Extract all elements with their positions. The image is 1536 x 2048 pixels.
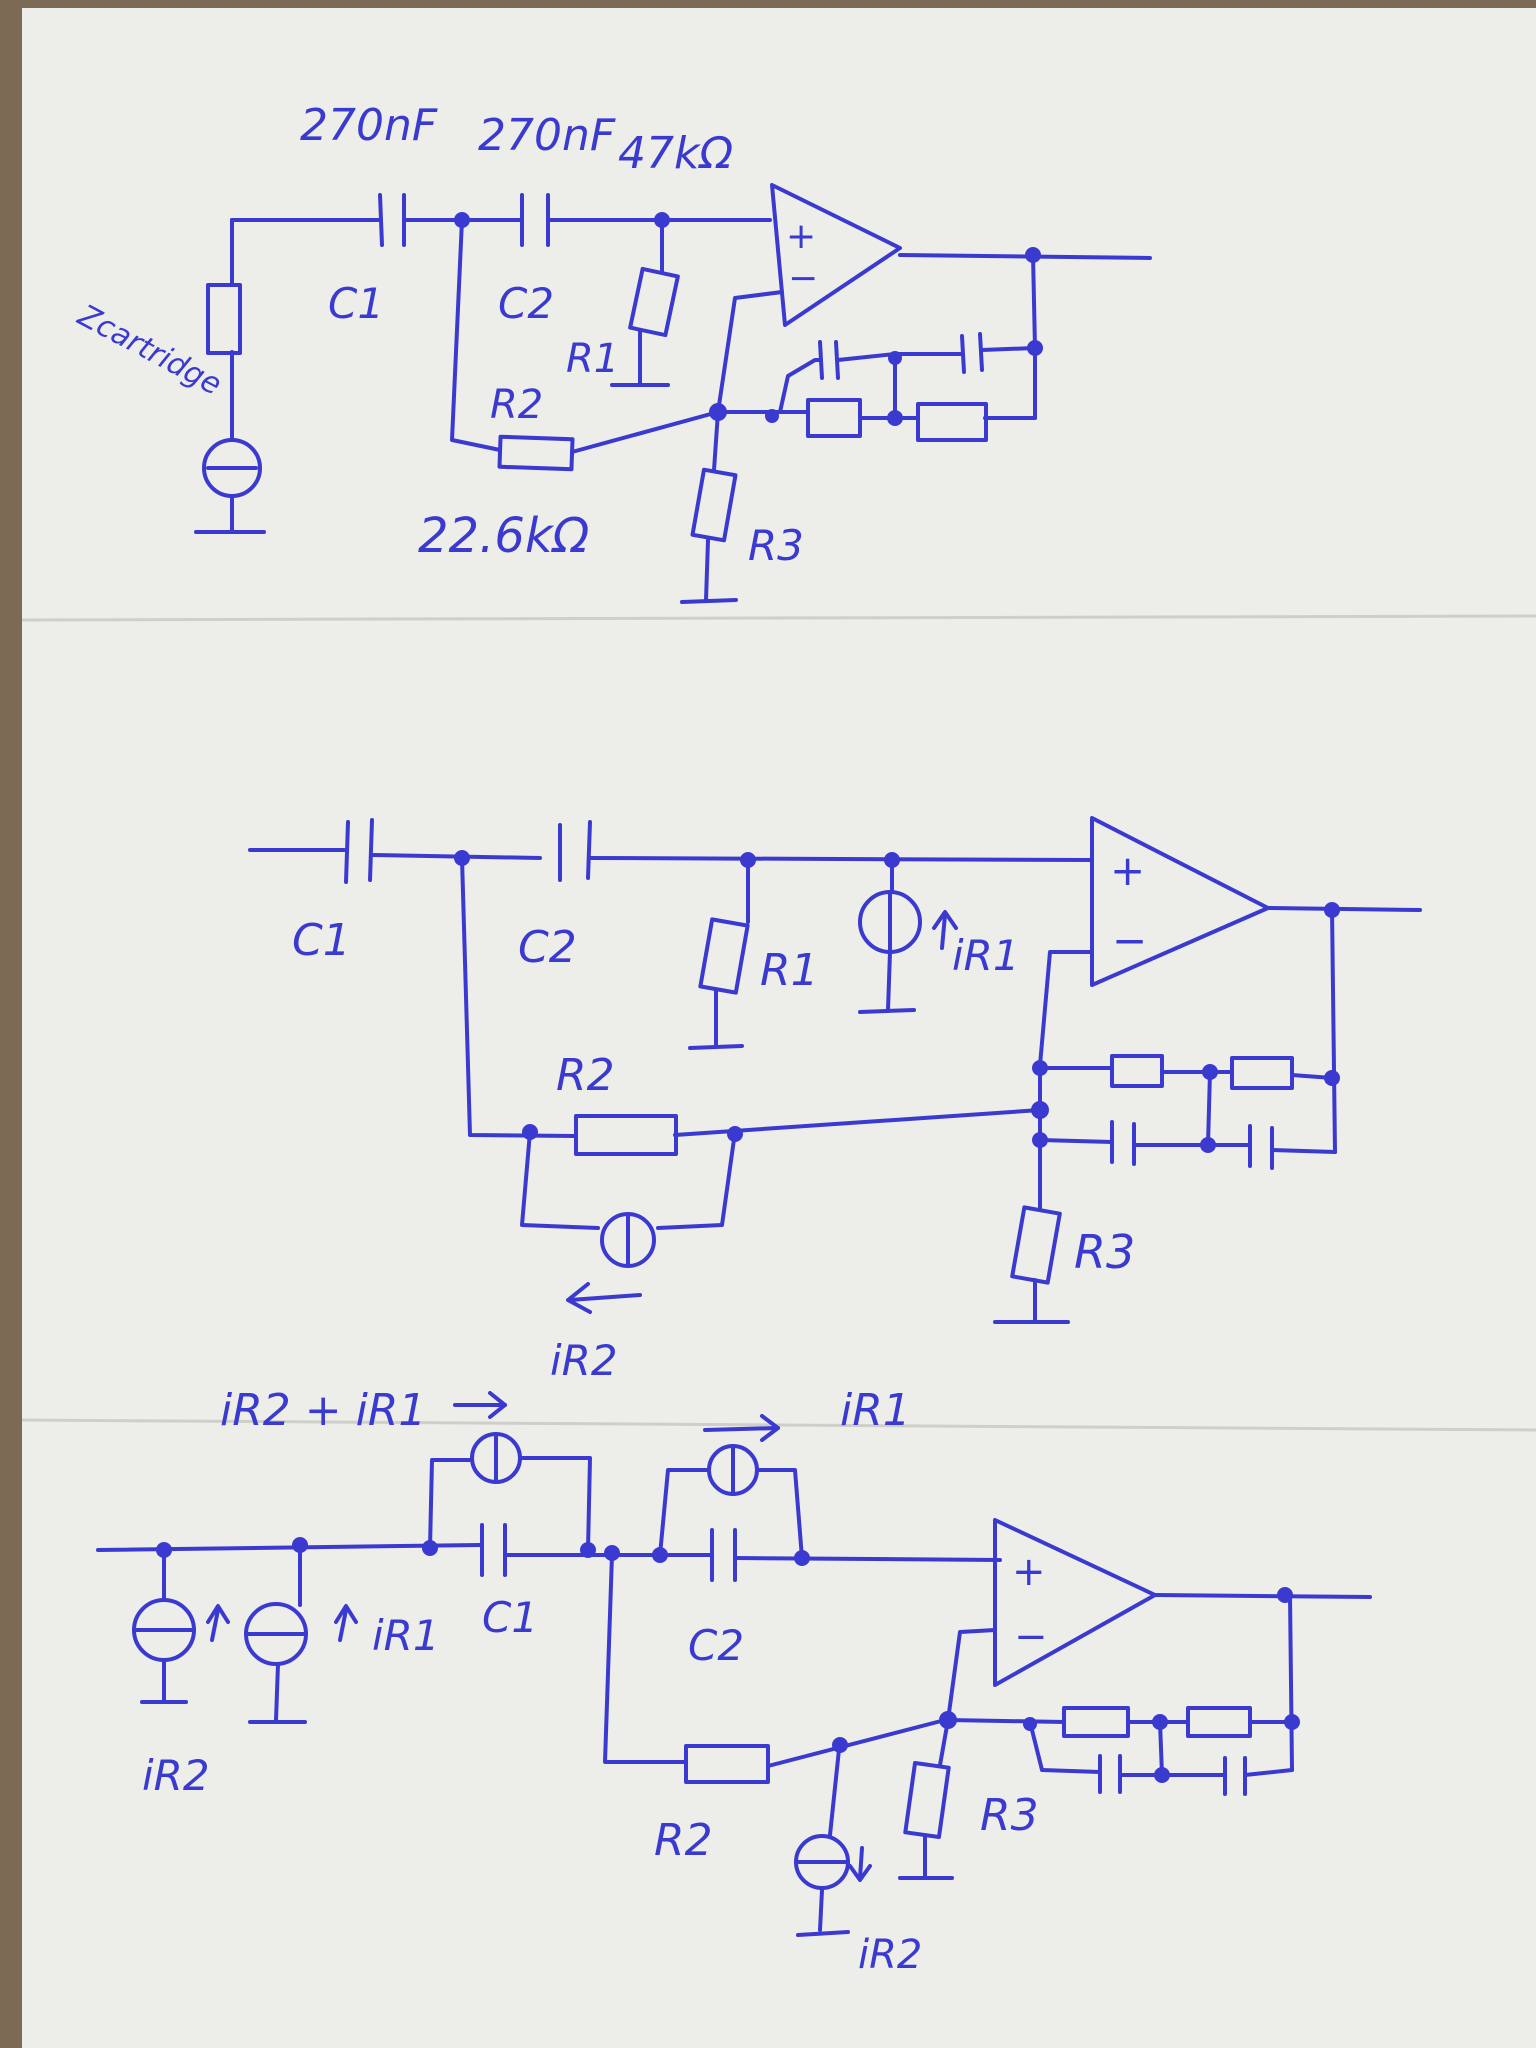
- ir1-top-label: iR1: [840, 1385, 911, 1436]
- opamp-3: [993, 1518, 1157, 1687]
- c1-plate: [344, 820, 350, 884]
- feedback-cap-plate: [978, 332, 984, 372]
- paper-fold: [21, 1418, 1536, 1432]
- r3-resistor: [690, 467, 738, 543]
- feedback-resistor: [1062, 1706, 1130, 1738]
- r3-label: R3: [980, 1790, 1039, 1841]
- feedback-resistor: [1230, 1056, 1294, 1090]
- opamp-1-minus: −: [788, 258, 818, 299]
- opamp-2-plus: +: [1110, 846, 1145, 895]
- opamp-2-minus: −: [1112, 916, 1147, 965]
- circuit-3-components: [132, 1391, 1252, 1890]
- ir1-arrow: [940, 913, 947, 950]
- circuit-3-nodes: [156, 1537, 1300, 1783]
- r2-value-label: 22.6kΩ: [418, 508, 590, 564]
- r3-resistor: [903, 1760, 951, 1840]
- r1-resistor: [628, 266, 680, 338]
- ir2-bottom-arrow: [858, 1846, 864, 1880]
- ir2-left-label: iR2: [142, 1751, 210, 1800]
- ir2-arrow: [206, 1604, 230, 1624]
- r3-label: R3: [1074, 1225, 1135, 1279]
- c2-value-label: 270nF: [478, 110, 616, 161]
- r2-resistor: [574, 1114, 678, 1156]
- opamp-1: [770, 183, 902, 327]
- ir1-arrow: [932, 910, 958, 930]
- voltage-source: [202, 438, 262, 498]
- ir2-arrow: [568, 1293, 642, 1302]
- ir1-top-arrow: [760, 1414, 780, 1442]
- opamp-2: [1090, 816, 1270, 987]
- circuit-1: 270nF 270nF 47kΩ C1 C2 R1 R2 22.6kΩ R3 Z…: [71, 100, 1152, 604]
- ir2-bottom-arrow: [848, 1864, 872, 1882]
- c1-value-label: 270nF: [300, 100, 438, 151]
- c2-plate: [586, 820, 592, 880]
- paper-fold: [21, 614, 1536, 622]
- opamp-3-plus: +: [1012, 1549, 1046, 1595]
- r2-label: R2: [556, 1050, 615, 1101]
- isum-label: iR2 + iR1: [220, 1385, 426, 1436]
- circuit-2: C1 C2 R1 iR1 R2 iR2 R3 + −: [248, 816, 1422, 1385]
- ir1-arrow: [334, 1604, 358, 1624]
- circuit-3: iR2 + iR1 iR1 iR1 iR2 C1 C2 R2 R3 iR2 + …: [96, 1385, 1372, 1978]
- paper: [22, 8, 1536, 2048]
- r1-resistor: [698, 917, 750, 995]
- opamp-1-plus: +: [786, 216, 816, 257]
- isum-arrow: [488, 1391, 507, 1419]
- r1-value-label: 47kΩ: [618, 128, 733, 179]
- feedback-resistor: [1186, 1706, 1252, 1738]
- ir1-left-label: iR1: [372, 1611, 440, 1660]
- circuit-2-wires: [248, 848, 1422, 1324]
- r2-label: R2: [654, 1815, 713, 1866]
- c1-label: C1: [292, 915, 351, 966]
- ir2-label: iR2: [550, 1336, 618, 1385]
- c1-plate: [378, 193, 384, 247]
- feedback-cap-plate: [960, 334, 966, 374]
- feedback-resistor: [806, 398, 862, 438]
- circuit-1-components: [202, 183, 988, 543]
- circuit-2-components: [344, 816, 1294, 1314]
- circuit-3-wires: [96, 1456, 1372, 1937]
- source-impedance: [206, 283, 242, 355]
- r1-label: R1: [566, 336, 619, 382]
- ir1-label: iR1: [952, 931, 1020, 980]
- feedback-cap-plate: [834, 340, 840, 380]
- ir2-arrow: [566, 1282, 592, 1314]
- circuit-2-labels: C1 C2 R1 iR1 R2 iR2 R3 + −: [292, 846, 1147, 1385]
- ir1-top-arrow: [703, 1426, 780, 1432]
- feedback-resistor: [916, 402, 988, 442]
- circuit-3-labels: iR2 + iR1 iR1 iR1 iR2 C1 C2 R2 R3 iR2 + …: [142, 1385, 1048, 1978]
- r2-resistor: [497, 434, 575, 472]
- opamp-3-minus: −: [1014, 1614, 1048, 1660]
- r3-label: R3: [748, 521, 804, 570]
- ir2-bottom-label: iR2: [858, 1932, 922, 1978]
- circuit-1-wires: [194, 218, 1152, 604]
- r2-resistor: [684, 1744, 770, 1784]
- c1-label: C1: [482, 1593, 538, 1642]
- ir2-arrow: [210, 1608, 220, 1642]
- circuit-1-nodes: [454, 212, 1043, 426]
- r2-label: R2: [490, 382, 543, 428]
- c2-label: C2: [518, 922, 577, 973]
- feedback-resistor: [1110, 1054, 1164, 1088]
- c2-label: C2: [688, 1621, 744, 1670]
- c1-label: C1: [328, 279, 384, 328]
- c2-label: C2: [498, 279, 554, 328]
- r3-resistor: [1010, 1205, 1062, 1285]
- feedback-cap-plate: [818, 340, 824, 380]
- ir1-arrow: [338, 1608, 348, 1642]
- r1-label: R1: [760, 945, 819, 996]
- circuit-2-nodes: [454, 850, 1340, 1153]
- c1-plate: [368, 818, 374, 882]
